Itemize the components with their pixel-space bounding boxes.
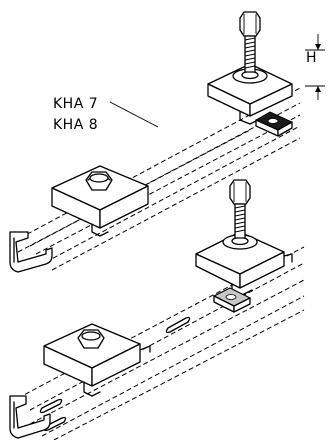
model-labels: KHA 7 KHA 8 <box>53 96 159 133</box>
upper-bolt <box>239 11 261 73</box>
model-label-kha8: KHA 8 <box>53 117 98 133</box>
upper-rear-clamp <box>207 63 293 125</box>
lower-channel-nut <box>212 287 252 313</box>
upper-channel-nut <box>254 111 294 137</box>
lower-front-clamp <box>43 323 151 397</box>
lower-bolt <box>229 179 251 239</box>
lower-channel <box>9 246 305 440</box>
leader-line <box>109 101 159 128</box>
lower-rear-clamp <box>195 231 293 297</box>
model-label-kha7: KHA 7 <box>53 96 98 112</box>
upper-front-clamp <box>51 165 149 237</box>
dimension-h-label: H <box>306 50 317 66</box>
dimension-h-marker: H <box>305 34 325 100</box>
